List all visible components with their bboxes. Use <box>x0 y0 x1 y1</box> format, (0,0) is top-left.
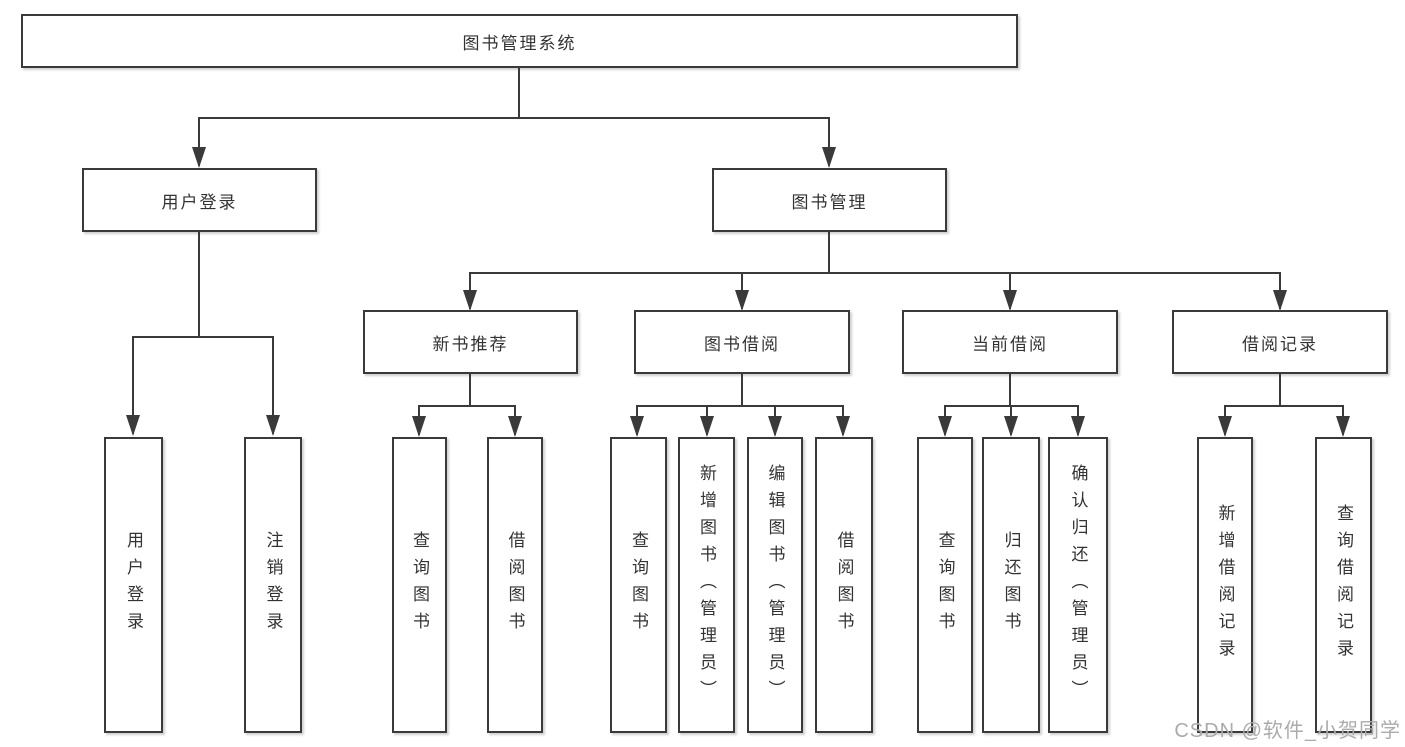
node-user-login: 用户登录 <box>82 168 317 232</box>
leaf-bb-edit-book: 编辑图书（管理员） <box>747 437 803 733</box>
arrow-down-icon <box>412 416 426 437</box>
arrow-down-icon <box>938 416 952 437</box>
arrow-down-icon <box>192 147 206 168</box>
leaf-bb-add-book: 新增图书（管理员） <box>678 437 735 733</box>
node-book-borrow: 图书借阅 <box>634 310 850 374</box>
arrow-down-icon <box>700 416 714 437</box>
leaf-bb-add-book-label: 新增图书（管理员） <box>697 463 716 707</box>
node-current-borrow-label: 当前借阅 <box>972 334 1048 354</box>
leaf-rec-borrow-book-label: 借阅图书 <box>505 531 525 639</box>
connector-line-horizontal <box>198 117 830 119</box>
connector-line-horizontal <box>132 336 274 338</box>
leaf-cb-confirm-return: 确认归还（管理员） <box>1048 437 1108 733</box>
leaf-bb-edit-book-label: 编辑图书（管理员） <box>765 463 785 707</box>
connector-line-vertical <box>132 337 134 434</box>
arrow-down-icon <box>735 290 749 311</box>
node-book-management-label: 图书管理 <box>791 192 868 212</box>
node-new-book-recommend: 新书推荐 <box>363 310 578 374</box>
arrow-down-icon <box>822 147 836 168</box>
connector-line-horizontal <box>1224 405 1344 407</box>
connector-line-vertical <box>198 118 200 166</box>
leaf-cb-return-book: 归还图书 <box>982 437 1040 733</box>
leaf-bb-borrow-book: 借阅图书 <box>815 437 873 733</box>
leaf-br-query-record-label: 查询借阅记录 <box>1334 504 1353 666</box>
leaf-br-query-record: 查询借阅记录 <box>1315 437 1372 733</box>
arrow-down-icon <box>266 415 280 436</box>
connector-line-vertical <box>518 68 520 118</box>
leaf-br-add-record: 新增借阅记录 <box>1197 437 1253 733</box>
connector-line-horizontal <box>418 405 516 407</box>
arrow-down-icon <box>1336 416 1350 437</box>
leaf-logout: 注销登录 <box>244 437 302 733</box>
connector-line-vertical <box>1009 374 1011 406</box>
leaf-rec-borrow-book: 借阅图书 <box>487 437 543 733</box>
node-current-borrow: 当前借阅 <box>902 310 1118 374</box>
connector-line-vertical <box>741 374 743 406</box>
node-new-book-recommend-label: 新书推荐 <box>432 334 509 354</box>
connector-line-vertical <box>828 232 830 273</box>
arrow-down-icon <box>126 415 140 436</box>
connector-line-vertical <box>272 337 274 434</box>
connector-line-vertical <box>469 374 471 406</box>
connector-line-horizontal <box>636 405 844 407</box>
leaf-bb-query-book-label: 查询图书 <box>629 531 648 639</box>
node-book-borrow-label: 图书借阅 <box>704 334 780 354</box>
leaf-bb-borrow-book-label: 借阅图书 <box>834 531 854 639</box>
leaf-cb-confirm-return-label: 确认归还（管理员） <box>1068 463 1088 707</box>
leaf-rec-query-book: 查询图书 <box>392 437 447 733</box>
leaf-user-login-label: 用户登录 <box>124 531 143 639</box>
leaf-user-login: 用户登录 <box>104 437 163 733</box>
leaf-cb-query-book: 查询图书 <box>917 437 973 733</box>
node-borrow-records-label: 借阅记录 <box>1242 334 1318 354</box>
node-book-management: 图书管理 <box>712 168 947 232</box>
connector-line-vertical <box>828 118 830 166</box>
arrow-down-icon <box>1218 416 1232 437</box>
node-user-login-label: 用户登录 <box>161 192 238 212</box>
arrow-down-icon <box>1003 290 1017 311</box>
arrow-down-icon <box>463 290 477 311</box>
watermark: CSDN @软件_小贺同学 <box>1174 720 1401 742</box>
leaf-logout-label: 注销登录 <box>263 531 283 639</box>
connector-line-vertical <box>1279 374 1281 406</box>
leaf-bb-query-book: 查询图书 <box>610 437 667 733</box>
arrow-down-icon <box>768 416 782 437</box>
arrow-down-icon <box>1004 416 1018 437</box>
node-library-system: 图书管理系统 <box>21 14 1018 68</box>
leaf-cb-return-book-label: 归还图书 <box>1001 531 1021 639</box>
leaf-br-add-record-label: 新增借阅记录 <box>1215 504 1235 666</box>
connector-line-horizontal <box>469 272 1281 274</box>
leaf-cb-query-book-label: 查询图书 <box>935 531 955 639</box>
connector-line-vertical <box>198 232 200 337</box>
arrow-down-icon <box>508 416 522 437</box>
arrow-down-icon <box>1273 290 1287 311</box>
leaf-rec-query-book-label: 查询图书 <box>410 531 429 639</box>
node-library-system-label: 图书管理系统 <box>462 33 577 53</box>
arrow-down-icon <box>630 416 644 437</box>
node-borrow-records: 借阅记录 <box>1172 310 1388 374</box>
arrow-down-icon <box>836 416 850 437</box>
arrow-down-icon <box>1071 416 1085 437</box>
